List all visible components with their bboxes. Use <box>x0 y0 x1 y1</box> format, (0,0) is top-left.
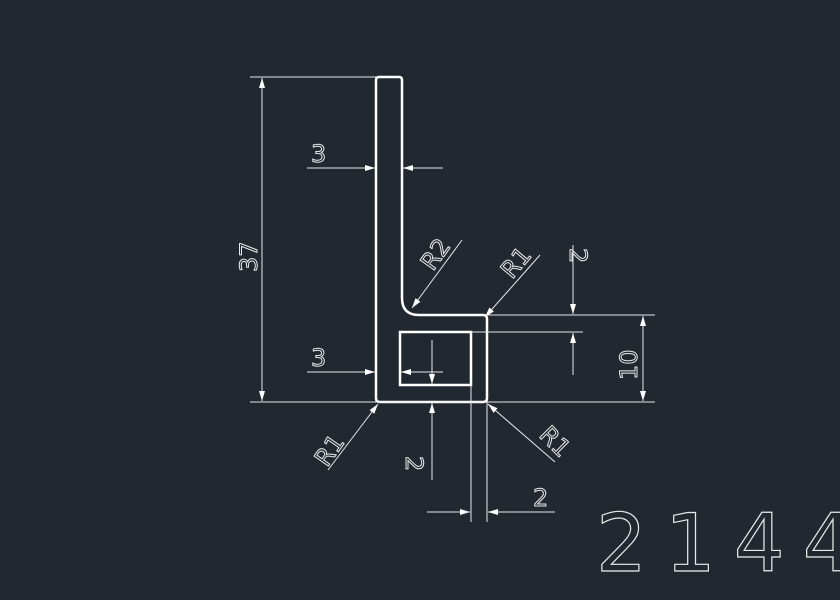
dim-foot-height: 10 <box>615 316 646 401</box>
dim-label: R1 <box>309 429 350 471</box>
dim-wall-top: 3 <box>307 140 443 171</box>
dim-label: R1 <box>534 420 576 462</box>
dim-label: 37 <box>235 241 263 272</box>
profile-hollow <box>398 330 473 387</box>
dim-label: 2 <box>533 484 548 512</box>
dim-label: 3 <box>311 344 326 372</box>
dim-label: R1 <box>495 241 537 283</box>
profile-outline <box>374 75 489 404</box>
dim-label: 2 <box>400 456 428 471</box>
dim-fillet-bottom-right: R1 <box>487 403 577 463</box>
dim-step-height: 2 <box>471 245 655 375</box>
dim-total-height: 37 <box>235 76 655 403</box>
dim-label: R2 <box>415 233 456 275</box>
dim-inner-fillet: R2 <box>411 233 463 309</box>
dim-wall-bottom: 3 <box>307 344 443 375</box>
dim-label: 2 <box>564 248 592 263</box>
drawing-number: 2144 <box>596 497 840 590</box>
dim-right-wall: 2 <box>427 385 555 522</box>
dim-fillet-bottom-left: R1 <box>308 403 379 472</box>
dim-label: 3 <box>311 140 326 168</box>
dim-label: 10 <box>615 349 643 380</box>
dim-bottom-thickness: 2 <box>400 340 435 480</box>
dim-fillet-top-right: R1 <box>484 241 541 318</box>
